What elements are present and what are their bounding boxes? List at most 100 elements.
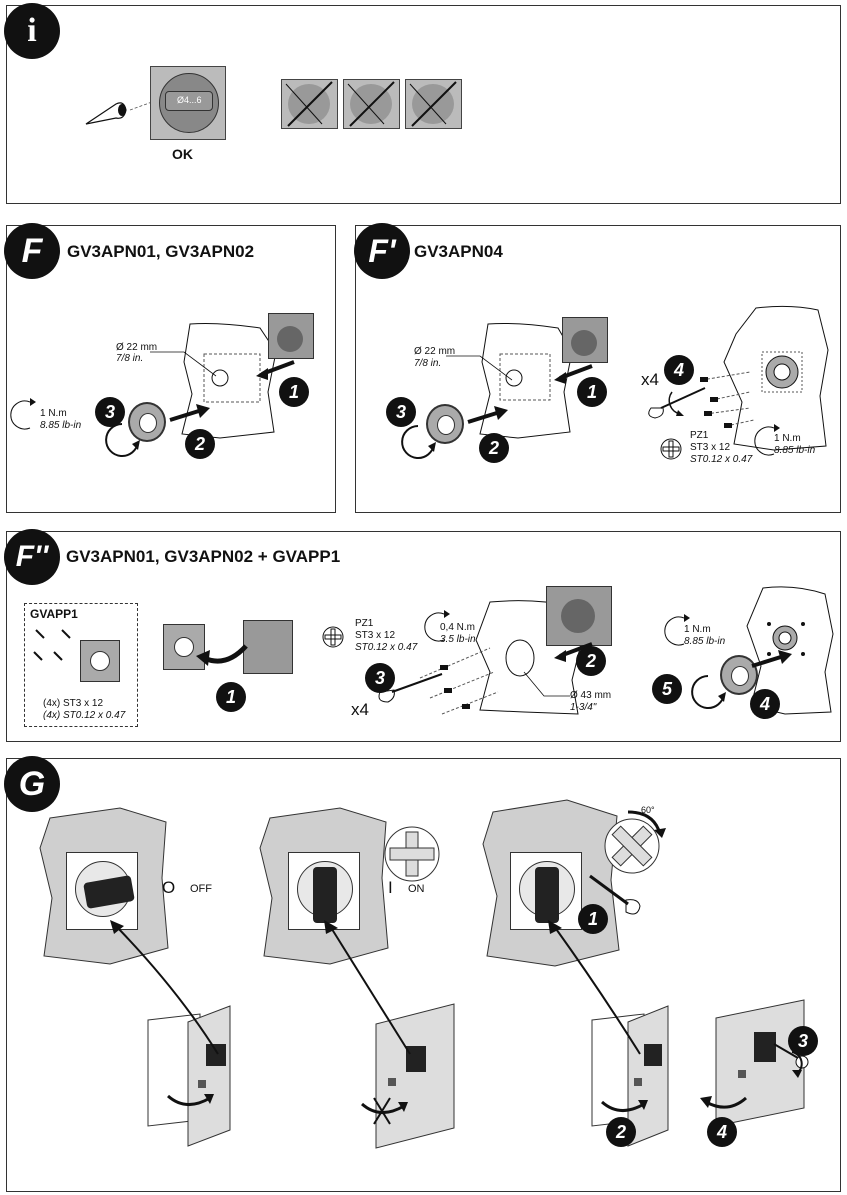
g-badge-text: G — [18, 764, 46, 803]
eye-icon — [85, 101, 153, 125]
g-off-label: OFF — [190, 883, 212, 895]
f-dia-leader — [150, 351, 217, 377]
f-double-arrow-4 — [751, 650, 792, 668]
g-door-blocked-arrow — [361, 1097, 408, 1125]
f-double-screws — [419, 647, 499, 715]
info-badge-text: i — [27, 12, 37, 49]
g-cabinet-2 — [375, 1003, 455, 1149]
f-prime-step-3: 3 — [386, 397, 416, 427]
g-badge: G — [4, 756, 60, 812]
device-marking: Ø4...6 — [177, 95, 202, 105]
g-cabinet-1 — [147, 1005, 231, 1147]
g-cabinet-4 — [715, 999, 805, 1127]
f-prime-back-panel — [723, 305, 829, 451]
f-double-torque-b-arrow — [664, 614, 690, 646]
g-handle-on — [288, 852, 360, 930]
phillips-icon — [660, 438, 682, 460]
f-prime-step-1: 1 — [577, 377, 607, 407]
f-double-screw: ST3 x 12 — [355, 630, 396, 641]
device-wrong-view-2 — [343, 79, 400, 129]
f-torque: 1 N.m — [40, 408, 67, 419]
f-double-torque-a: 0,4 N.m — [440, 622, 476, 633]
g-angle: 60° — [641, 805, 655, 815]
f-double-device-side — [243, 620, 293, 674]
f-hole-dia: Ø 22 mm — [116, 342, 158, 353]
f-badge-text: F — [21, 231, 43, 270]
f-double-dia-leader — [523, 671, 570, 697]
g-door-arrow-4 — [700, 1096, 747, 1109]
f-double-step-1: 1 — [216, 682, 246, 712]
f-double-plate — [163, 624, 205, 670]
f-ring-nut — [128, 402, 166, 442]
device-wrong-view-1 — [281, 79, 338, 129]
f-double-qty: x4 — [351, 700, 369, 719]
f-double-screwdriver: PZ1 — [355, 618, 374, 629]
f-prime-screw-in: ST0.12 x 0.47 — [690, 454, 753, 465]
gvapp1-plate — [80, 640, 120, 682]
f-double-hole-dia-in: 1-3/4" — [570, 702, 597, 713]
f-double-step-5: 5 — [652, 674, 682, 704]
f-prime-badge: F' — [354, 223, 410, 279]
f-prime-screw-rotate — [668, 391, 684, 416]
f-prime-arrow-2 — [467, 406, 508, 424]
f-double-badge: F'' — [4, 529, 60, 585]
f-step-1: 1 — [279, 377, 309, 407]
f-torque-arrow — [10, 398, 36, 430]
f-prime-arrow-1 — [554, 364, 593, 384]
gvapp1-screws — [33, 629, 71, 661]
f-prime-dia-leader — [446, 355, 513, 381]
f-prime-screwdriver: PZ1 — [690, 430, 709, 441]
screwdriver-icon-2 — [378, 673, 443, 703]
gvapp1-kit-screw-in: (4x) ST0.12 x 0.47 — [43, 710, 126, 721]
f-double-screw-in: ST0.12 x 0.47 — [355, 642, 418, 653]
f-double-device — [546, 586, 612, 646]
f-double-step-3: 3 — [365, 663, 395, 693]
f-prime-screws — [700, 371, 755, 428]
g-angle-arrow — [627, 810, 666, 838]
f-rotate-arrow — [105, 423, 140, 457]
f-prime-torque: 1 N.m — [774, 433, 801, 444]
f-double-rotate-arrow — [691, 675, 726, 709]
f-panel-sheet — [181, 323, 277, 439]
f-hole-dia-in: 7/8 in. — [116, 353, 144, 364]
g-step-1: 1 — [578, 904, 608, 934]
f-prime-step-4: 4 — [664, 355, 694, 385]
f-prime-qty: x4 — [641, 370, 659, 389]
device-wrong-view-3 — [405, 79, 462, 129]
f-double-torque-b: 1 N.m — [684, 624, 711, 635]
f-double-ring-nut — [720, 655, 758, 695]
f-double-badge-text: F'' — [15, 540, 49, 573]
g-magnify-rotate — [604, 818, 660, 874]
f-prime-torque-arrow — [754, 424, 780, 456]
f-double-arrow-1 — [196, 644, 248, 666]
g-step-3: 3 — [788, 1026, 818, 1056]
g-on-symbol: I — [388, 878, 393, 897]
g-link-arrow-3 — [548, 920, 641, 1055]
f-double-title: GV3APN01, GV3APN02 + GVAPP1 — [66, 547, 341, 566]
f-prime-hole-dia-in: 7/8 in. — [414, 358, 442, 369]
f-double-torque-a-in: 3.5 lb-in — [440, 634, 476, 645]
f-title: GV3APN01, GV3APN02 — [67, 242, 255, 261]
f-arrow-1 — [256, 360, 295, 380]
g-screwdriver-icon — [589, 874, 641, 915]
f-prime-hole-dia: Ø 22 mm — [414, 346, 456, 357]
f-arrow-2 — [169, 404, 210, 422]
g-cabinet-3 — [591, 1005, 669, 1147]
f-double-hole-dia: Ø 43 mm — [570, 690, 612, 701]
g-link-arrow-2 — [324, 920, 411, 1055]
g-step-4: 4 — [707, 1117, 737, 1147]
f-device — [268, 313, 314, 359]
g-off-symbol: O — [162, 878, 176, 897]
f-double-torque-a-arrow — [424, 610, 450, 642]
f-badge: F — [4, 223, 60, 279]
device-correct-view: Ø4...6 — [150, 66, 226, 140]
f-prime-title: GV3APN04 — [414, 242, 503, 261]
g-on-label: ON — [408, 883, 425, 895]
gvapp1-kit-box — [24, 603, 138, 727]
gvapp1-kit-title: GVAPP1 — [30, 607, 78, 621]
f-prime-screw: ST3 x 12 — [690, 442, 731, 453]
g-step-2: 2 — [606, 1117, 636, 1147]
f-double-step-2: 2 — [576, 646, 606, 676]
f-step-3: 3 — [95, 397, 125, 427]
g-handle-off — [66, 852, 138, 930]
